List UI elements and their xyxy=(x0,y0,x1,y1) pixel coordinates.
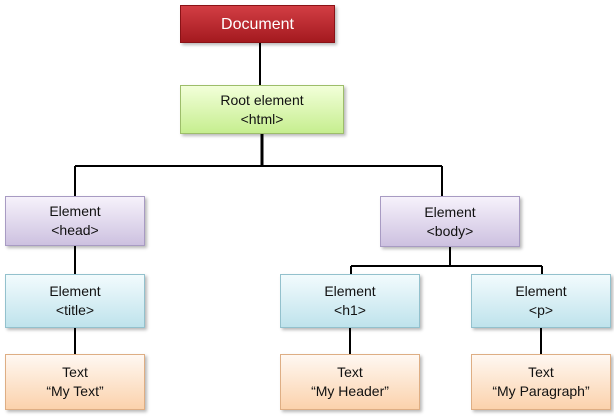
title-element-label: Element <title> xyxy=(49,283,101,318)
h1-element-label: Element <h1> xyxy=(324,283,376,318)
body-element-label: Element <body> xyxy=(424,203,476,239)
p-element-label: Element <p> xyxy=(515,283,567,318)
root-element-label: Root element <html> xyxy=(220,91,304,127)
head-element-node: Element <head> xyxy=(5,196,145,246)
text-my-header-node: Text “My Header” xyxy=(280,354,420,410)
title-element-node: Element <title> xyxy=(5,274,145,328)
h1-element-node: Element <h1> xyxy=(280,274,420,328)
text-my-text-node: Text “My Text” xyxy=(5,354,145,410)
text-my-paragraph-node: Text “My Paragraph” xyxy=(471,354,611,410)
body-element-node: Element <body> xyxy=(380,196,520,247)
document-label: Document xyxy=(221,15,294,33)
text-my-header-label: Text “My Header” xyxy=(311,364,389,399)
root-element-node: Root element <html> xyxy=(180,85,344,134)
document-node: Document xyxy=(180,5,335,43)
p-element-node: Element <p> xyxy=(471,274,611,328)
text-my-text-label: Text “My Text” xyxy=(46,364,104,399)
head-element-label: Element <head> xyxy=(49,203,101,238)
text-my-paragraph-label: Text “My Paragraph” xyxy=(492,364,590,399)
